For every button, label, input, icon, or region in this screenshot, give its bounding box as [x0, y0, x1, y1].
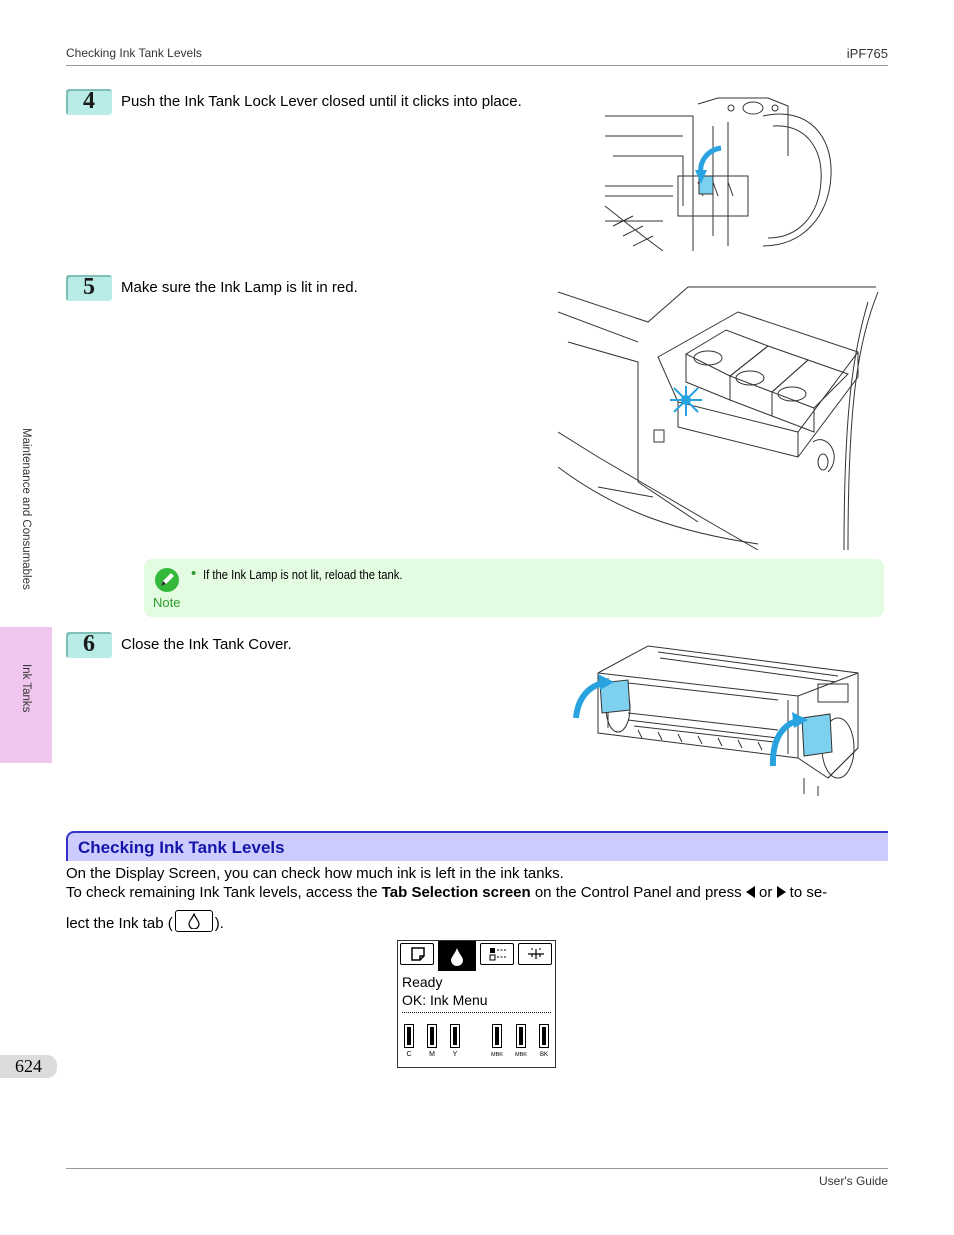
lcd-tab-paper[interactable]	[400, 943, 434, 965]
ink-level-bar-c	[404, 1024, 414, 1048]
ink-label-bk: BK	[539, 1052, 548, 1058]
section-title: Checking Ink Tank Levels	[78, 838, 285, 857]
ink-label-m: M	[429, 1051, 435, 1058]
lcd-tab-ink[interactable]	[438, 941, 476, 971]
step-5-badge: 5	[66, 274, 112, 301]
sidebar-active-tab[interactable]	[0, 627, 52, 763]
step-6-number: 6	[83, 631, 95, 657]
section-paragraph-2: To check remaining Ink Tank levels, acce…	[66, 884, 827, 901]
step-4-badge: 4	[66, 88, 112, 115]
lcd-tab-jobs[interactable]	[480, 943, 514, 965]
step-4-text: Push the Ink Tank Lock Lever closed unti…	[121, 93, 522, 110]
ink-label-y: Y	[452, 1051, 458, 1058]
step-5-number: 5	[83, 274, 95, 300]
ink-label-mbk-1: MBK	[491, 1052, 503, 1058]
lcd-tab-settings[interactable]	[518, 943, 552, 965]
step-6-badge: 6	[66, 631, 112, 658]
section-heading: Checking Ink Tank Levels	[66, 831, 888, 861]
step-5-text: Make sure the Ink Lamp is lit in red.	[121, 279, 358, 296]
footer-rule	[66, 1168, 888, 1169]
lcd-status-line: Ready	[402, 974, 443, 990]
note-bullet: •	[191, 565, 197, 582]
left-arrow-icon	[745, 886, 755, 898]
paper-icon	[411, 947, 425, 961]
ink-drop-icon	[451, 948, 463, 966]
lcd-action-line: OK: Ink Menu	[402, 992, 488, 1008]
ink-level-bar-m	[427, 1024, 437, 1048]
header-right: iPF765	[846, 46, 888, 61]
para3-text-a: lect the Ink tab (	[66, 915, 173, 932]
tab-selection-screen-text: Tab Selection screen	[381, 884, 531, 901]
close-ink-cover-illustration	[573, 645, 859, 796]
para2-text-b: on the Control Panel and press	[530, 884, 746, 901]
sidebar-section-label: Maintenance and Consumables	[20, 428, 32, 590]
job-list-icon	[489, 948, 506, 961]
right-arrow-icon	[776, 886, 786, 898]
para3-text-b: ).	[214, 915, 224, 932]
header-left: Checking Ink Tank Levels	[66, 46, 202, 60]
section-paragraph-3: lect the Ink tab ().	[66, 910, 224, 932]
ink-lock-lever-illustration	[604, 97, 832, 251]
settings-icon	[528, 948, 544, 959]
ink-level-bar-mbk-1	[492, 1024, 502, 1048]
step-6-text: Close the Ink Tank Cover.	[121, 636, 292, 653]
ink-lamp-illustration	[558, 286, 879, 550]
header-rule	[66, 65, 888, 66]
para2-or: or	[754, 884, 777, 901]
ink-tab-icon	[174, 910, 213, 932]
lcd-divider	[402, 1012, 551, 1013]
note-text: If the Ink Lamp is not lit, reload the t…	[203, 568, 403, 582]
pencil-note-icon	[155, 568, 179, 592]
ink-label-c: C	[406, 1051, 412, 1058]
note-box: Note • If the Ink Lamp is not lit, reloa…	[144, 559, 884, 617]
ink-level-bar-mbk-2	[516, 1024, 526, 1048]
ink-label-mbk-2: MBK	[515, 1052, 527, 1058]
footer-right: User's Guide	[819, 1174, 888, 1188]
page-number: 624	[15, 1056, 42, 1076]
step-4-number: 4	[83, 88, 95, 114]
ink-level-bar-y	[450, 1024, 460, 1048]
para2-text-c: to se-	[785, 884, 828, 901]
page-number-box: 624	[0, 1055, 57, 1078]
section-paragraph-1: On the Display Screen, you can check how…	[66, 865, 564, 882]
para2-text-a: To check remaining Ink Tank levels, acce…	[66, 884, 382, 901]
ink-level-bar-bk	[539, 1024, 549, 1048]
sidebar-subsection-label[interactable]: Ink Tanks	[20, 664, 32, 713]
display-screen: Ready OK: Ink Menu C M Y MBK MBK BK	[397, 940, 556, 1068]
note-label: Note	[153, 595, 181, 610]
